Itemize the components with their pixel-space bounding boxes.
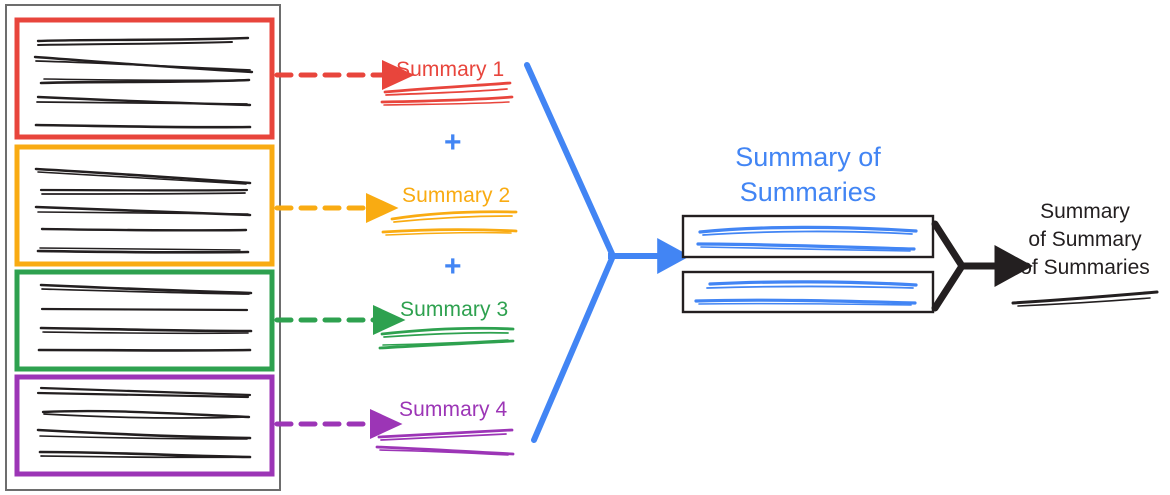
black-merge-arrow	[931, 220, 966, 312]
summary-3-lines	[378, 326, 515, 350]
chunk-1-text-lines	[33, 36, 254, 129]
sos-box-2[interactable]	[681, 270, 935, 314]
summary-of-summaries-title: Summary of Summaries	[735, 142, 881, 207]
chunk-2-text-lines	[34, 167, 252, 254]
summary-2-lines	[381, 210, 518, 236]
summary-4-label: Summary 4	[399, 398, 508, 421]
plus-operator-2: +	[444, 250, 462, 283]
final-summary-title: Summary of Summary of Summaries	[1000, 198, 1170, 282]
summary-2-label: Summary 2	[402, 184, 511, 207]
sos-box-2-lines	[694, 280, 918, 306]
chunk-4-text-lines	[36, 386, 252, 459]
chunk-box-3[interactable]	[14, 269, 275, 372]
summary-4-lines	[375, 428, 515, 456]
summary-1-lines	[380, 81, 514, 106]
plus-operator-1: +	[444, 126, 462, 159]
chunk-box-4[interactable]	[14, 374, 275, 477]
chunk-box-1[interactable]	[14, 17, 275, 140]
sos-box-1[interactable]	[681, 214, 935, 259]
chunk-3-text-lines	[37, 283, 253, 352]
sos-box-1-lines	[696, 225, 918, 252]
final-summary-line-1: Summary	[1040, 200, 1130, 223]
final-summary-line-3: of Summaries	[1020, 255, 1150, 279]
chunk-box-2[interactable]	[14, 144, 275, 267]
summary-1-label: Summary 1	[396, 58, 505, 81]
final-summary-line-2: of Summary	[1028, 227, 1142, 251]
document-corpus-frame	[5, 4, 281, 491]
summary-3-label: Summary 3	[400, 298, 509, 321]
final-summary-lines	[1011, 290, 1159, 307]
blue-merge-funnel	[524, 62, 616, 443]
